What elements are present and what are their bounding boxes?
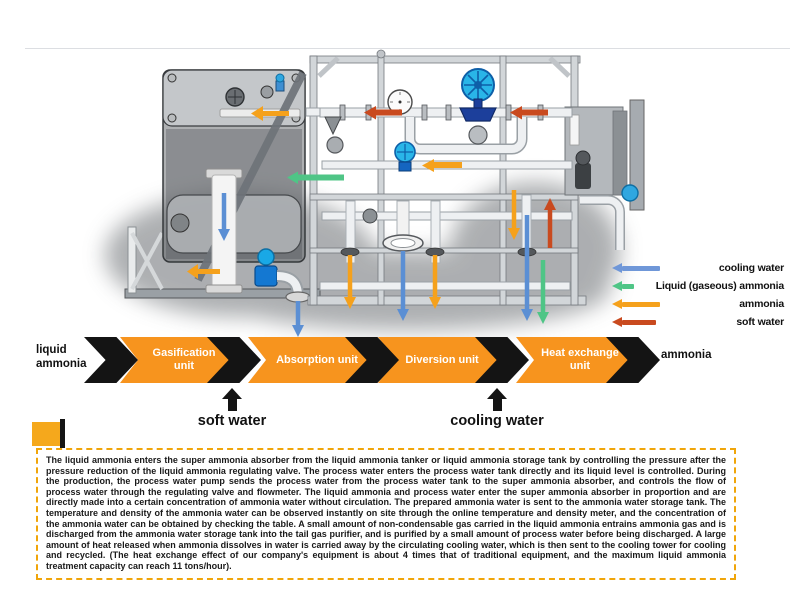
flow-end-label: ammonia: [661, 349, 712, 361]
equipment-illustration: [105, 49, 645, 337]
soft-water-input: soft water: [162, 388, 302, 429]
ammonia-arrow-icon: [612, 299, 660, 309]
legend-item: cooling water: [612, 259, 784, 277]
legend-label: ammonia: [739, 298, 784, 310]
cooling-water-arrow-icon: [612, 263, 660, 273]
main-control-valve-icon: [459, 68, 497, 145]
flow-direction-arrows: [187, 106, 556, 337]
flow-start-label: liquid ammonia: [36, 344, 87, 371]
control-cabinet: [564, 99, 645, 211]
legend-item: soft water: [612, 313, 784, 331]
legend-label: soft water: [736, 316, 784, 328]
corner-accent-square: [32, 422, 60, 446]
up-arrow-icon: [487, 388, 507, 411]
description-panel: The liquid ammonia enters the super ammo…: [36, 448, 736, 580]
valves-and-gauges: [326, 68, 639, 202]
legend-item: Liquid (gaseous) ammonia: [612, 277, 784, 295]
liquid-ammonia-arrow-icon: [612, 281, 634, 291]
tank-top-valve-icon: [225, 73, 285, 107]
legend-label: cooling water: [718, 262, 784, 274]
divider-line: [25, 48, 790, 49]
description-text: The liquid ammonia enters the super ammo…: [46, 455, 726, 571]
cooling-water-input: cooling water: [427, 388, 567, 429]
legend-label: Liquid (gaseous) ammonia: [655, 280, 784, 292]
legend-item: ammonia: [612, 295, 784, 313]
soft-water-arrow-icon: [612, 317, 656, 327]
input-label: cooling water: [450, 413, 544, 429]
input-label: soft water: [197, 413, 267, 429]
legend: cooling water Liquid (gaseous) ammonia a…: [612, 259, 784, 331]
corner-accent-bar: [60, 419, 65, 450]
blue-valve-icon: [254, 248, 311, 303]
up-arrow-icon: [222, 388, 242, 411]
